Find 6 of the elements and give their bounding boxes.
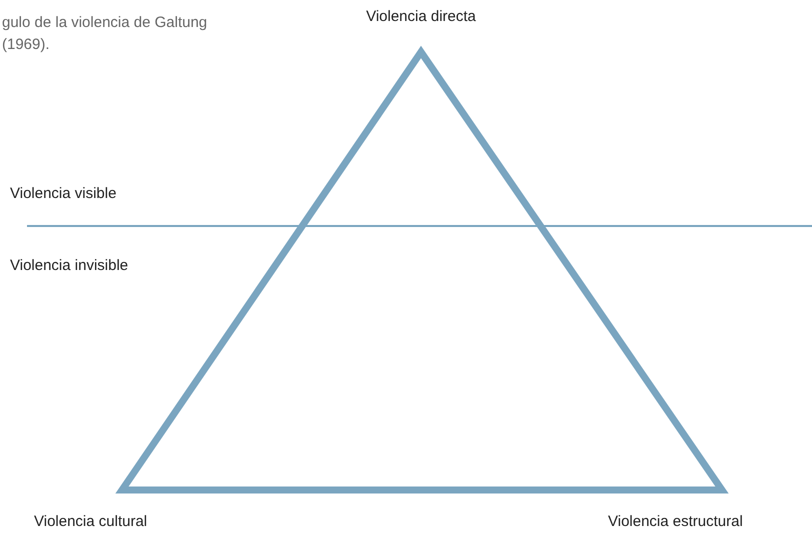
corner-label: Violencia cultural bbox=[34, 512, 148, 532]
corner-label: Violencia estructural bbox=[608, 512, 743, 532]
zone-label: Violencia visible bbox=[10, 184, 116, 204]
apex-label: Violencia directa bbox=[365, 7, 477, 27]
figure-caption: gulo de la violencia de Galtung (1969). bbox=[2, 13, 208, 55]
zone-label: Violencia invisible bbox=[10, 256, 128, 276]
